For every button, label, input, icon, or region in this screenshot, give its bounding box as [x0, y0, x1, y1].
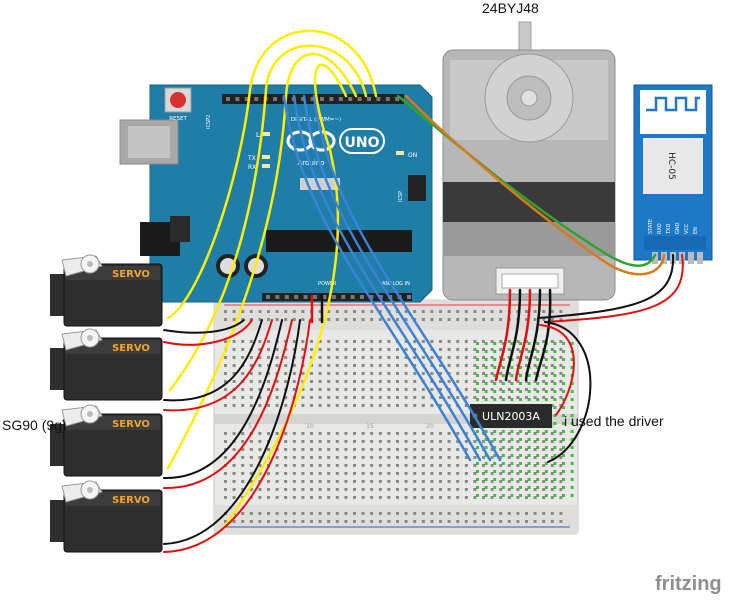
servo-motor: SERVO	[50, 480, 163, 553]
arduino-uno-board: RESET DIGITAL (PWM=~) ICSP2 UNO Arduino …	[119, 84, 433, 303]
breadboard-column-number: 10	[306, 423, 314, 430]
servo-motor: SERVO	[50, 328, 163, 401]
reset-label: RESET	[169, 116, 187, 122]
power-label: POWER	[318, 281, 337, 287]
breadboard-column-number: 15	[366, 423, 374, 430]
servo-group: SERVO SERVO SERVO SERVO	[50, 254, 163, 553]
wire-blue-4	[312, 94, 502, 462]
uln2003a-driver-chip: ULN2003A	[470, 404, 552, 428]
wires	[163, 29, 684, 553]
driver-chip-label: ULN2003A	[482, 410, 540, 423]
analog-label: ANALOG IN	[382, 281, 410, 287]
breadboard: 51015202530	[213, 299, 579, 535]
servo-label: SERVO	[112, 343, 150, 354]
wire-yellow-1	[166, 29, 378, 320]
digital-label: DIGITAL (PWM=~)	[291, 117, 341, 123]
wire-green-bt	[396, 94, 657, 267]
icsp2-label: ICSP2	[206, 115, 212, 129]
breadboard-holes	[224, 310, 574, 523]
stepper-motor-title: 24BYJ48	[482, 0, 539, 16]
servo-motor: SERVO	[50, 404, 163, 477]
stepper-motor	[442, 21, 616, 301]
wire-blue-1	[282, 94, 472, 462]
on-led-label: ON	[408, 152, 417, 159]
hc05-pin-label: TXD	[666, 224, 672, 235]
icsp-label: ICSP	[398, 191, 404, 202]
wire-yellow-4	[220, 63, 348, 532]
breadboard-column-number: 5	[248, 423, 252, 430]
wire-red-bt	[544, 254, 684, 323]
wire-orange-bt	[404, 94, 666, 276]
breadboard-column-number: 20	[426, 423, 434, 430]
hc05-model-label: HC-05	[666, 152, 676, 180]
hc05-pin-label: GND	[675, 222, 681, 234]
wire-black-bt	[537, 254, 675, 319]
wire-yellow-2	[168, 44, 368, 392]
uno-label: UNO	[345, 135, 380, 151]
servo-label: SERVO	[112, 419, 150, 430]
rx-led-label: RX	[248, 164, 256, 171]
wire-blue-3	[302, 94, 492, 462]
hc05-pin-label: RXD	[657, 223, 663, 234]
wire-blue-2	[292, 94, 482, 462]
servo-motor: SERVO	[50, 254, 163, 327]
servo-title: SG90 (9g)	[2, 417, 67, 433]
fritzing-watermark: fritzing	[655, 573, 722, 595]
driver-note: i used the driver	[564, 413, 664, 429]
servo-label: SERVO	[112, 269, 150, 280]
tx-led-label: TX	[247, 155, 256, 162]
hc05-pin-label: VCC	[684, 223, 690, 234]
wire-yellow-3	[166, 52, 358, 470]
l-led-label: L	[256, 131, 260, 139]
hc05-pin-label: STATE	[648, 219, 654, 234]
servo-label: SERVO	[112, 495, 150, 506]
hc05-pin-label: EN	[693, 227, 699, 234]
